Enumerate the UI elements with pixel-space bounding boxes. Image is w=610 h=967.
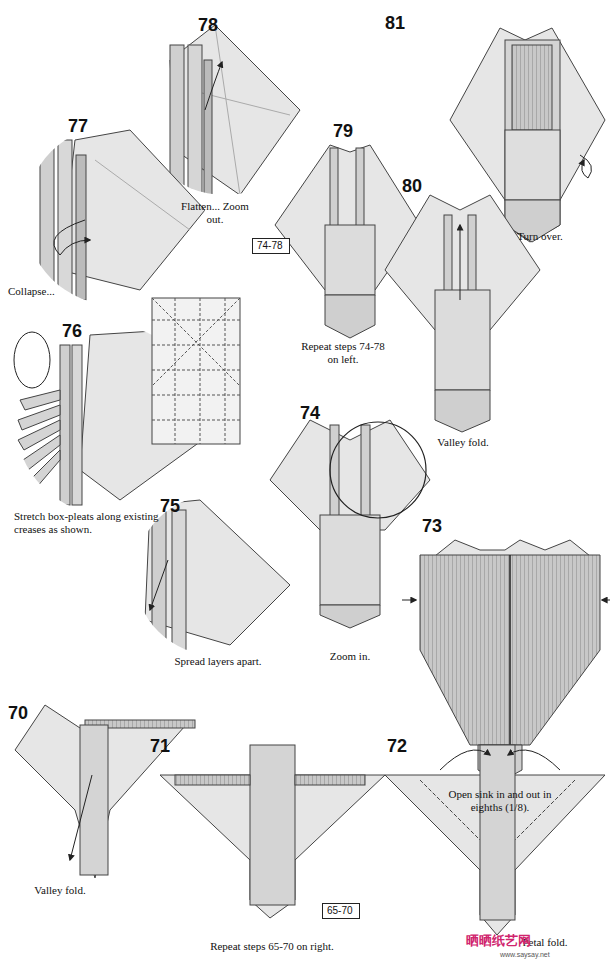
step-caption: Turn over. bbox=[505, 230, 575, 243]
step-caption: Flatten... Zoom out. bbox=[175, 200, 255, 226]
step-reference-box: 65-70 bbox=[322, 903, 360, 919]
step-caption: Spread layers apart. bbox=[158, 655, 278, 668]
step-number: 71 bbox=[150, 737, 170, 755]
step-number: 78 bbox=[198, 16, 218, 34]
step-caption: Open sink in and out in eighths (1/8). bbox=[435, 788, 565, 814]
watermark: 晒晒纸艺网 bbox=[466, 934, 531, 947]
step-number: 77 bbox=[68, 117, 88, 135]
step-number: 73 bbox=[422, 517, 442, 535]
watermark: www.saysay.net bbox=[500, 951, 550, 958]
step-caption: Valley fold. bbox=[20, 884, 100, 897]
step-number: 75 bbox=[160, 497, 180, 515]
step-number: 76 bbox=[62, 322, 82, 340]
step-number: 70 bbox=[8, 704, 28, 722]
step-caption: Valley fold. bbox=[423, 436, 503, 449]
step-reference-box: 74-78 bbox=[252, 238, 290, 254]
step-reference: 74-78 bbox=[257, 240, 283, 251]
step-caption: Stretch box-pleats along existing crease… bbox=[14, 510, 174, 536]
step-number: 72 bbox=[387, 737, 407, 755]
step-number: 81 bbox=[385, 14, 405, 32]
step-reference: 65-70 bbox=[327, 905, 353, 916]
step-number: 74 bbox=[300, 404, 320, 422]
step-number: 80 bbox=[402, 177, 422, 195]
step-caption: Collapse... bbox=[8, 285, 88, 298]
step-caption: Repeat steps 65-70 on right. bbox=[177, 940, 367, 953]
step-caption: Repeat steps 74-78 on left. bbox=[296, 340, 391, 366]
step-caption: Zoom in. bbox=[315, 650, 385, 663]
step-number: 79 bbox=[333, 122, 353, 140]
